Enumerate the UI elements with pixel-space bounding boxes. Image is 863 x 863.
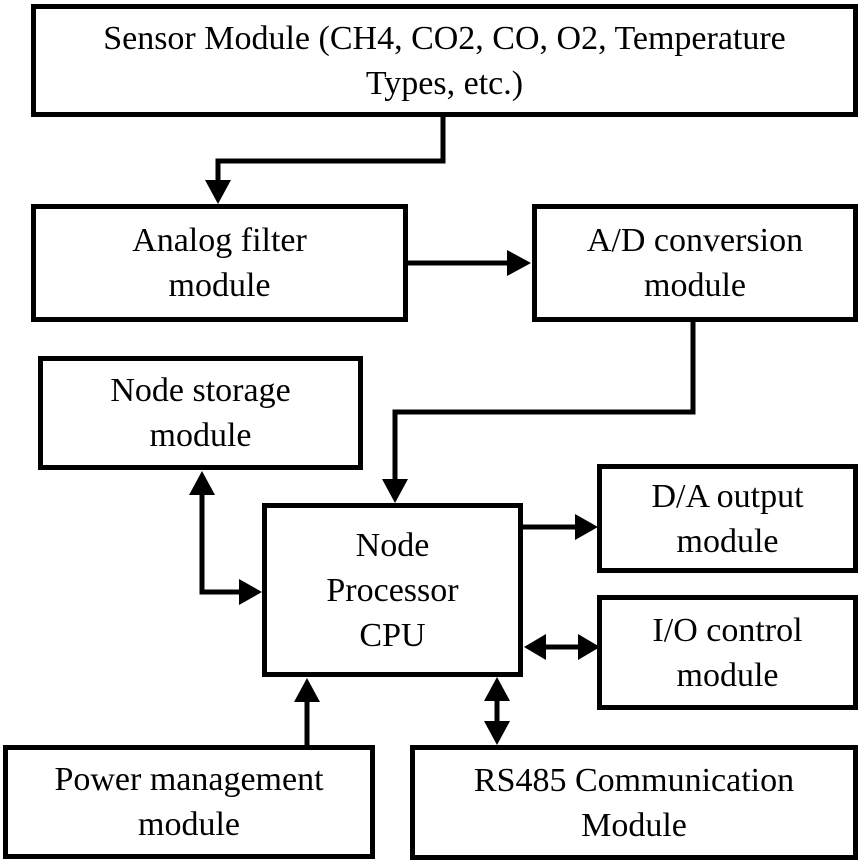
arrow-sensor-to-analog-filter — [205, 115, 446, 204]
node-power-management-module: Power management module — [3, 745, 375, 859]
node-da-output-module-label: D/A output module — [651, 477, 804, 560]
node-rs485-communication-module-label: RS485 Communication Module — [473, 761, 795, 844]
node-processor-cpu-label: Node Processor CPU — [326, 526, 459, 654]
node-io-control-module: I/O control module — [597, 595, 858, 710]
arrow-cpu-to-da-output — [523, 514, 598, 540]
node-storage-module: Node storage module — [38, 356, 363, 470]
node-sensor-module: Sensor Module (CH4, CO2, CO, O2, Tempera… — [31, 4, 858, 117]
arrow-analog-filter-to-ad-conversion — [408, 250, 531, 276]
node-storage-module-label: Node storage module — [110, 372, 291, 454]
node-ad-conversion-module: A/D conversion module — [532, 204, 858, 322]
node-io-control-module-label: I/O control module — [652, 611, 803, 694]
node-da-output-module: D/A output module — [597, 464, 858, 573]
node-analog-filter-module: Analog filter module — [31, 204, 408, 322]
node-rs485-communication-module: RS485 Communication Module — [410, 745, 858, 860]
node-processor-cpu: Node Processor CPU — [262, 503, 523, 677]
node-power-management-module-label: Power management module — [54, 761, 324, 843]
node-ad-conversion-module-label: A/D conversion module — [586, 222, 804, 304]
node-analog-filter-module-label: Analog filter module — [132, 222, 307, 304]
arrow-cpu-rs485-bidirectional — [484, 677, 510, 745]
arrow-cpu-io-bidirectional — [524, 634, 600, 660]
arrow-power-to-cpu — [294, 678, 320, 745]
arrow-storage-cpu-bidirectional — [189, 471, 262, 605]
node-sensor-module-label: Sensor Module (CH4, CO2, CO, O2, Tempera… — [103, 19, 786, 102]
